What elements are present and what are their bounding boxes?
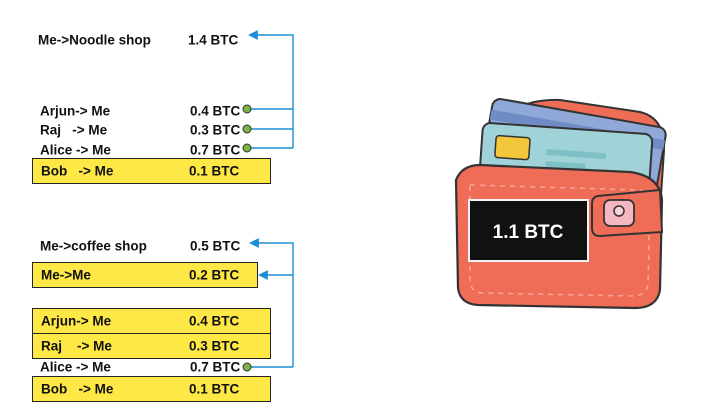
tx-amount: 1.4 BTC [188, 32, 239, 48]
wallet-balance-box [468, 199, 589, 262]
tx-label: Me->Noodle shop [38, 32, 151, 48]
tx-label: Bob -> Me [41, 163, 114, 179]
tx-output-coffee-shop: Me->coffee shop 0.5 BTC [34, 235, 274, 257]
tx-amount: 0.3 BTC [189, 338, 240, 354]
utxo-alice: Alice -> Me 0.7 BTC [34, 356, 274, 378]
utxo-arjun: Arjun-> Me 0.4 BTC [32, 308, 271, 334]
utxo-bob: Bob -> Me 0.1 BTC [32, 376, 271, 402]
wallet-balance: 1.1 BTC [493, 222, 564, 243]
wallet-stitching-icon [469, 184, 651, 297]
tx-amount: 0.7 BTC [190, 142, 241, 158]
tx-amount: 0.1 BTC [189, 381, 240, 397]
tx-amount: 0.3 BTC [190, 122, 241, 138]
tx-amount: 0.5 BTC [190, 238, 241, 254]
tx-input-arjun: Arjun-> Me 0.4 BTC [34, 100, 274, 122]
utxo-raj: Raj -> Me 0.3 BTC [32, 333, 271, 359]
tx-unspent-bob: Bob -> Me 0.1 BTC [32, 158, 271, 184]
tx-amount: 0.1 BTC [189, 163, 240, 179]
wallet-clasp-icon [591, 188, 664, 238]
tx-label: Arjun-> Me [40, 103, 111, 119]
tx-amount: 0.7 BTC [190, 359, 241, 375]
tx-label: Arjun-> Me [41, 313, 112, 329]
tx-label: Me->coffee shop [40, 238, 147, 254]
tx-amount: 0.2 BTC [189, 267, 240, 283]
tx-input-raj: Raj -> Me 0.3 BTC [34, 119, 274, 141]
tx-label: Bob -> Me [41, 381, 114, 397]
tx-label: Raj -> Me [40, 122, 108, 138]
tx-label: Raj -> Me [41, 338, 112, 354]
tx-amount: 0.4 BTC [189, 313, 240, 329]
tx-amount: 0.4 BTC [190, 103, 241, 119]
tx-label: Alice -> Me [40, 142, 111, 158]
tx-label: Me->Me [41, 267, 91, 283]
tx-input-alice: Alice -> Me 0.7 BTC [34, 139, 274, 161]
tx-label: Alice -> Me [40, 359, 111, 375]
tx-change-me: Me->Me 0.2 BTC [32, 262, 258, 288]
tx-output-noodle-shop: Me->Noodle shop 1.4 BTC [32, 29, 272, 51]
